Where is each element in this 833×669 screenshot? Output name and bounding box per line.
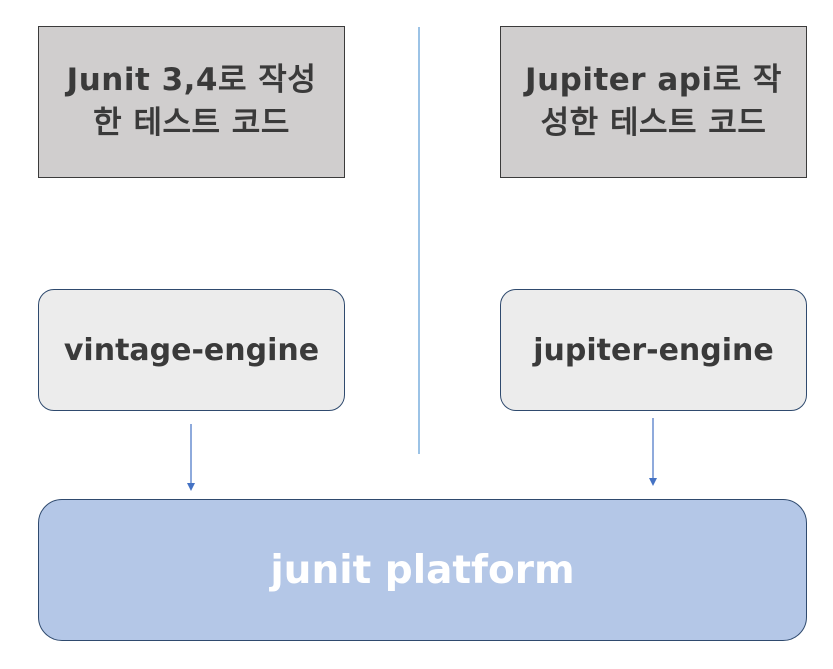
jupiter-engine-label: jupiter-engine xyxy=(533,332,774,368)
jupiter-test-code-label: Jupiter api로 작 성한 테스트 코드 xyxy=(525,61,782,141)
vintage-engine-box: vintage-engine xyxy=(38,289,345,411)
jupiter-engine-box: jupiter-engine xyxy=(500,289,807,411)
junit-platform-label: junit platform xyxy=(270,547,575,593)
junit34-test-code-label: Junit 3,4로 작성 한 테스트 코드 xyxy=(66,61,317,141)
junit-platform-box: junit platform xyxy=(38,499,807,641)
vintage-engine-label: vintage-engine xyxy=(63,332,320,368)
jupiter-test-code-box: Jupiter api로 작 성한 테스트 코드 xyxy=(500,26,807,178)
junit34-test-code-box: Junit 3,4로 작성 한 테스트 코드 xyxy=(38,26,345,178)
